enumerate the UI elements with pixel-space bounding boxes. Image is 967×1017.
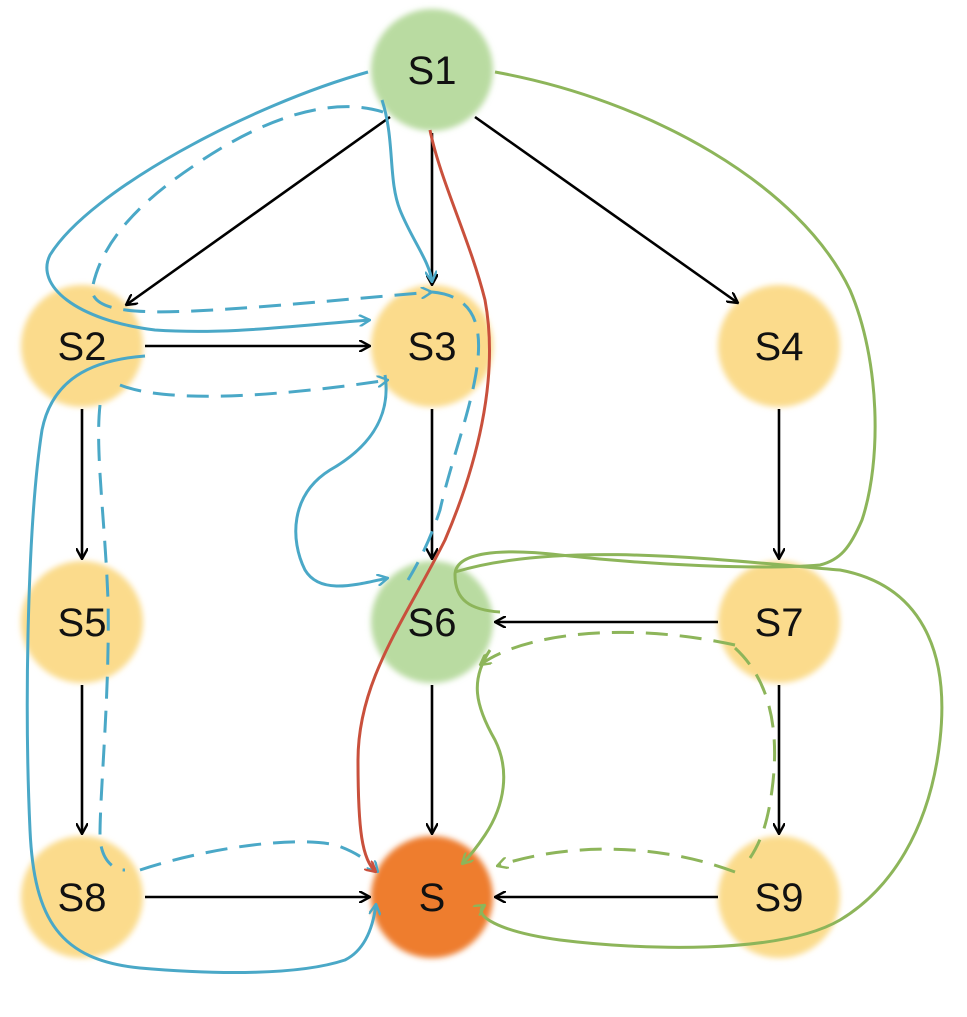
node-s1-label: S1 [408,49,457,93]
node-s3-circle [371,285,493,407]
node-s9-label: S9 [755,876,804,920]
blue-dashed-paths [90,105,481,872]
red-path-s1-to-s [356,129,491,872]
blue-dashed-path-s8-to-s [139,840,378,872]
blue-dashed-path-s3-to-s6-and-s8 [406,290,481,581]
node-s8-label: S8 [58,876,107,920]
node-s2-label: S2 [58,325,107,369]
node-circles [21,9,840,958]
node-labels: S1 S2 S3 S4 S5 S6 S7 S8 S S9 [58,49,804,920]
green-dashed-path-s7-to-s6 [480,630,736,665]
green-path-s1-around-to-s7 [453,70,877,614]
node-s7-label: S7 [755,601,804,645]
node-s2-circle [21,285,143,407]
green-dashed-path-s9-to-s [497,847,736,874]
graph-edges [82,115,779,897]
node-s6-circle [371,561,493,683]
node-s5-label: S5 [58,601,107,645]
blue-path-s3-loop-to-s6 [294,374,388,588]
blue-dashed-path-s2-to-s3 [119,380,388,398]
edge-s1-s4 [474,115,738,303]
green-path-s7-loop-to-s [454,553,944,949]
green-dashed-path-s7-to-s9 [733,646,777,859]
node-s4-circle [718,285,840,407]
node-s6-label: S6 [408,601,457,645]
node-s4-label: S4 [755,325,804,369]
node-s-circle [371,836,493,958]
node-s7-circle [718,561,840,683]
node-s8-circle [21,836,143,958]
blue-path-s1-around-s2-to-s3 [45,70,370,333]
blue-dashed-path-s1-to-s3 [90,105,432,314]
node-s5-circle [21,561,143,683]
green-path-s6-to-s [462,649,506,864]
green-paths [453,70,944,949]
node-s9-circle [718,836,840,958]
node-s-label: S [419,876,446,920]
blue-path-s2-down-to-s [25,354,376,975]
blue-dashed-path-s2-down-to-s8 [97,404,126,872]
edge-s1-s2 [126,115,391,305]
blue-path-s1-to-s3 [380,99,432,282]
node-s3-label: S3 [408,325,457,369]
green-dashed-paths [480,630,777,874]
node-s1-circle [371,9,493,131]
blue-paths [25,70,432,975]
